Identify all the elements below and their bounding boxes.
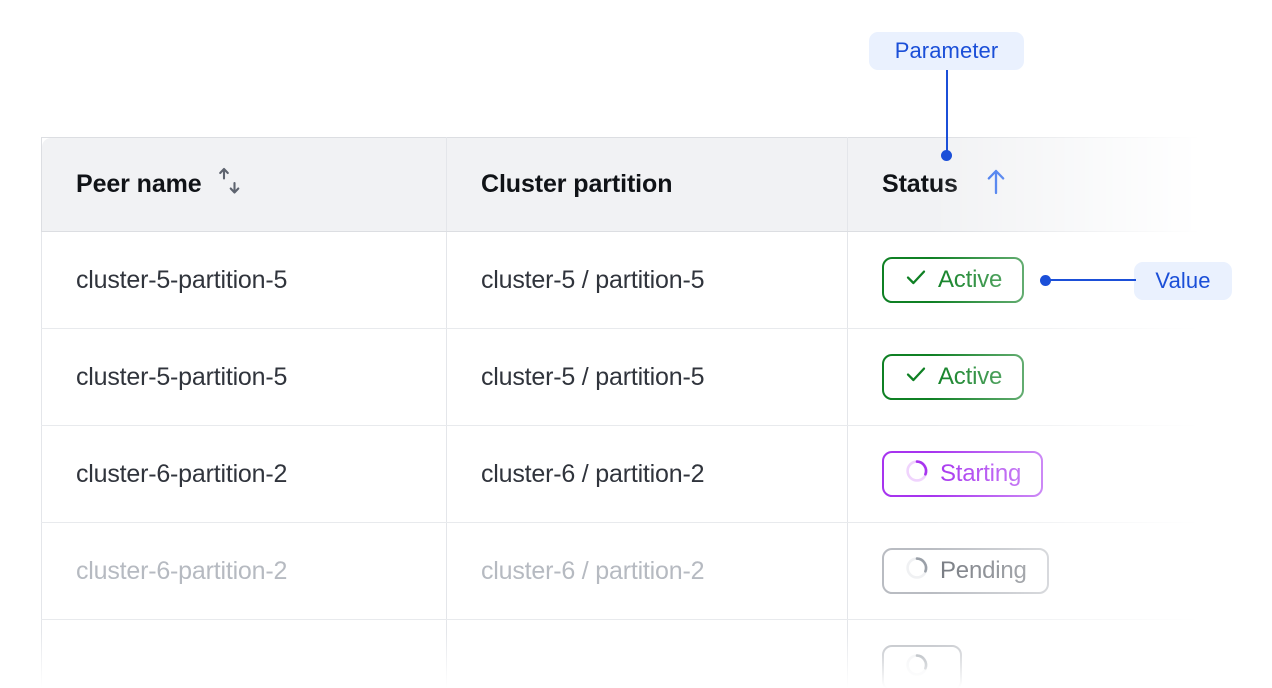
- spinner-icon: [904, 458, 930, 491]
- table-body: cluster-5-partition-5 cluster-5 / partit…: [41, 231, 1201, 688]
- column-header-peer-name-label: Peer name: [76, 170, 202, 198]
- status-badge-label: Active: [938, 363, 1003, 390]
- check-icon: [904, 265, 928, 296]
- parameter-leader-dot: [941, 150, 952, 161]
- cell-status: Active: [847, 328, 1201, 426]
- status-badge: Starting: [882, 451, 1044, 497]
- cell-peer-name: cluster-6-partition-2: [41, 522, 447, 620]
- table-row[interactable]: cluster-5-partition-5 cluster-5 / partit…: [41, 231, 1201, 329]
- spinner-icon: [904, 555, 930, 588]
- cell-cluster-partition: cluster-6 / partition-2: [446, 425, 848, 523]
- status-badge-label: Active: [938, 266, 1003, 293]
- column-header-cluster-partition-label: Cluster partition: [481, 170, 673, 198]
- peers-table-container: Peer name Clu: [41, 137, 1201, 688]
- column-header-status[interactable]: Status: [847, 137, 1201, 232]
- column-header-peer-name[interactable]: Peer name: [41, 137, 447, 232]
- spinner-icon: [904, 652, 930, 685]
- peers-table: Peer name Clu: [41, 137, 1201, 688]
- cell-peer-name: [41, 619, 447, 688]
- column-header-cluster-partition[interactable]: Cluster partition: [446, 137, 848, 232]
- value-leader-line: [1048, 279, 1136, 281]
- sort-both-icon[interactable]: [216, 166, 244, 203]
- parameter-callout-badge: Parameter: [869, 32, 1024, 70]
- cell-cluster-partition: [446, 619, 848, 688]
- table-row[interactable]: cluster-6-partition-2 cluster-6 / partit…: [41, 522, 1201, 620]
- cell-peer-name: cluster-5-partition-5: [41, 328, 447, 426]
- status-badge-label: Starting: [940, 460, 1022, 487]
- table-row[interactable]: cluster-6-partition-2 cluster-6 / partit…: [41, 425, 1201, 523]
- status-badge: Active: [882, 354, 1025, 400]
- cell-cluster-partition: cluster-5 / partition-5: [446, 231, 848, 329]
- table-row[interactable]: [41, 619, 1201, 688]
- table-header-row: Peer name Clu: [41, 137, 1201, 232]
- column-header-status-label: Status: [882, 170, 958, 198]
- arrow-up-icon[interactable]: [982, 166, 1010, 203]
- status-badge: [882, 645, 962, 688]
- status-badge-label: Pending: [940, 557, 1027, 584]
- cell-peer-name: cluster-5-partition-5: [41, 231, 447, 329]
- value-leader-dot: [1040, 275, 1051, 286]
- cell-status: [847, 619, 1201, 688]
- table-row[interactable]: cluster-5-partition-5 cluster-5 / partit…: [41, 328, 1201, 426]
- cell-status: Starting: [847, 425, 1201, 523]
- status-badge: Pending: [882, 548, 1049, 594]
- status-badge: Active: [882, 257, 1025, 303]
- parameter-leader-line: [946, 70, 948, 154]
- cell-cluster-partition: cluster-6 / partition-2: [446, 522, 848, 620]
- value-callout-badge: Value: [1134, 262, 1232, 300]
- check-icon: [904, 362, 928, 393]
- cell-status: Pending: [847, 522, 1201, 620]
- cell-cluster-partition: cluster-5 / partition-5: [446, 328, 848, 426]
- cell-peer-name: cluster-6-partition-2: [41, 425, 447, 523]
